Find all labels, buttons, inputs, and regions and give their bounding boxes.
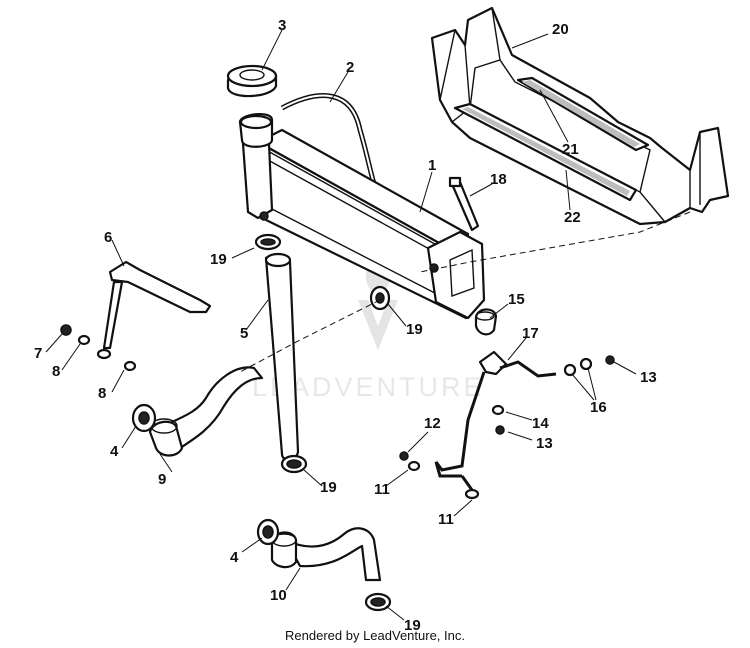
callout-4-lower: 4 [230, 549, 239, 566]
callout-8-left: 8 [52, 363, 60, 380]
callout-19-right: 19 [406, 321, 423, 338]
part-19-clamp-upper [254, 233, 282, 251]
callout-16: 16 [590, 399, 607, 416]
callout-22: 22 [564, 209, 581, 226]
callout-17: 17 [522, 325, 539, 342]
callout-2: 2 [346, 59, 354, 76]
part-6-bracket [102, 260, 212, 350]
part-8-washer-a [77, 334, 91, 346]
callout-3: 3 [278, 17, 286, 34]
callout-9: 9 [158, 471, 166, 488]
part-4-clamp-lower [256, 518, 280, 546]
callout-8-right: 8 [98, 385, 106, 402]
callout-21: 21 [562, 141, 579, 158]
callout-6: 6 [104, 229, 112, 246]
part-14-washer [491, 404, 505, 416]
callout-10: 10 [270, 587, 287, 604]
part-2-overflow-hose [280, 93, 377, 185]
part-18-bolt [448, 176, 480, 232]
part-17-support-rod [434, 350, 557, 491]
callout-13-upper: 13 [640, 369, 657, 386]
part-19-clamp-lower [280, 454, 308, 474]
callout-4-upper: 4 [110, 443, 119, 460]
callout-19-lower: 19 [320, 479, 337, 496]
reference-line-frame [419, 211, 691, 273]
part-16-washer-a [563, 363, 577, 377]
part-16-washer-b [579, 357, 593, 371]
reference-line-mount [239, 299, 381, 373]
callout-18: 18 [490, 171, 507, 188]
part-13-nut-a [495, 425, 505, 435]
part-1-radiator [238, 113, 486, 320]
part-8-washer-b [96, 348, 112, 360]
callout-13-lower: 13 [536, 435, 553, 452]
callout-7: 7 [34, 345, 42, 362]
part-12-nut [399, 451, 409, 461]
callout-labels: 3 2 1 18 20 21 22 19 19 15 17 5 6 7 8 8 … [34, 17, 657, 634]
part-11-washer-a [407, 460, 421, 472]
part-15-grommet [474, 308, 498, 336]
callout-20: 20 [552, 21, 569, 38]
leader-lines [45, 29, 637, 621]
part-21-cradle-strip-upper [516, 76, 650, 152]
callout-19-upper: 19 [210, 251, 227, 268]
callout-1: 1 [428, 157, 436, 174]
part-5-vertical-hose [264, 252, 300, 461]
part-10-bent-hose [270, 527, 382, 582]
part-19-clamp-right [369, 285, 391, 311]
footer-credit: Rendered by LeadVenture, Inc. [285, 628, 465, 643]
callout-12: 12 [424, 415, 441, 432]
part-8-washer-c [123, 360, 137, 372]
part-4-clamp-upper [131, 403, 157, 433]
part-22-cradle-strip-lower [453, 102, 638, 202]
part-11-washer-b [464, 488, 480, 500]
part-9-bent-hose [148, 366, 264, 457]
part-13-nut-b [605, 355, 615, 365]
callout-11-right: 11 [438, 511, 454, 528]
callout-11-left: 11 [374, 481, 390, 498]
part-7-nut [60, 324, 72, 336]
part-3-radiator-cap [226, 64, 278, 98]
callout-5: 5 [240, 325, 248, 342]
callout-14: 14 [532, 415, 549, 432]
part-19-clamp-bottom [364, 592, 392, 612]
callout-15: 15 [508, 291, 525, 308]
callout-19-bottom: 19 [404, 617, 421, 634]
